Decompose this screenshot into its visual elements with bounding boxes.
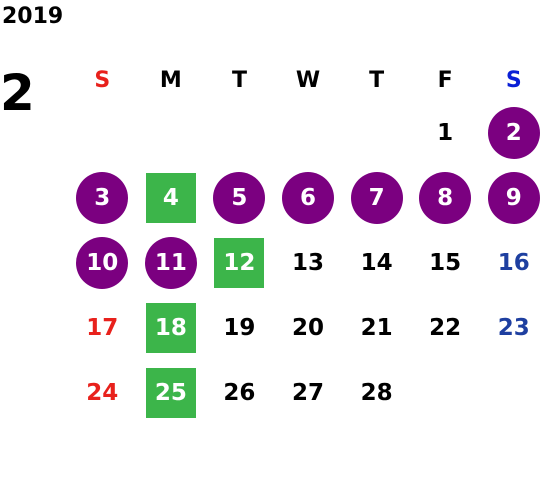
calendar-day-highlighted-circle[interactable]: 10: [76, 236, 129, 289]
calendar-cell[interactable]: 25: [137, 360, 206, 425]
calendar-cell[interactable]: 18: [137, 295, 206, 360]
calendar-cell[interactable]: 1: [411, 100, 480, 165]
calendar-day[interactable]: 27: [292, 379, 325, 406]
calendar-cell[interactable]: 17: [68, 295, 137, 360]
calendar-day-highlighted-circle[interactable]: 9: [487, 171, 540, 224]
calendar-day[interactable]: 13: [292, 249, 325, 276]
calendar-day[interactable]: 15: [429, 249, 462, 276]
calendar-cell: [411, 360, 480, 425]
calendar-week-row: 24 25 26 27 28: [68, 360, 548, 425]
calendar-day[interactable]: 28: [360, 379, 393, 406]
calendar-day[interactable]: 1: [437, 119, 454, 146]
calendar-day[interactable]: 26: [223, 379, 256, 406]
calendar-cell[interactable]: 12: [205, 230, 274, 295]
calendar-cell[interactable]: 24: [68, 360, 137, 425]
calendar-cell[interactable]: 20: [274, 295, 343, 360]
calendar-cell[interactable]: 22: [411, 295, 480, 360]
calendar-day[interactable]: 17: [86, 314, 119, 341]
weekday-label: F: [437, 67, 453, 93]
calendar-cell[interactable]: 26: [205, 360, 274, 425]
calendar-cell: [205, 100, 274, 165]
calendar-cell: [479, 360, 548, 425]
calendar-week-row: 17 18 19 20 21 22 23: [68, 295, 548, 360]
calendar-cell[interactable]: 15: [411, 230, 480, 295]
calendar-cell[interactable]: 5: [205, 165, 274, 230]
calendar-day[interactable]: 14: [360, 249, 393, 276]
weekday-label: S: [94, 67, 111, 93]
calendar-day-highlighted-circle[interactable]: 3: [76, 171, 129, 224]
calendar-cell: [137, 100, 206, 165]
calendar-day-highlighted-circle[interactable]: 5: [213, 171, 266, 224]
calendar-cell[interactable]: 13: [274, 230, 343, 295]
calendar-day-highlighted-circle[interactable]: 8: [419, 171, 472, 224]
calendar-day-highlighted-square[interactable]: 12: [214, 237, 265, 288]
weekday-label: S: [505, 67, 522, 93]
calendar-cell[interactable]: 28: [342, 360, 411, 425]
calendar-cell[interactable]: 8: [411, 165, 480, 230]
calendar-cell[interactable]: 9: [479, 165, 548, 230]
calendar-day[interactable]: 23: [497, 314, 530, 341]
calendar-day-highlighted-circle[interactable]: 2: [487, 106, 540, 159]
calendar-day[interactable]: 16: [497, 249, 530, 276]
calendar-cell[interactable]: 23: [479, 295, 548, 360]
calendar-day[interactable]: 19: [223, 314, 256, 341]
calendar-day-highlighted-square[interactable]: 25: [145, 367, 196, 418]
calendar-cell[interactable]: 11: [137, 230, 206, 295]
calendar-cell[interactable]: 14: [342, 230, 411, 295]
calendar-cell: [68, 100, 137, 165]
calendar-cell[interactable]: 3: [68, 165, 137, 230]
weekday-label: T: [369, 67, 385, 93]
calendar-year: 2019: [2, 4, 64, 29]
calendar-cell[interactable]: 4: [137, 165, 206, 230]
calendar-cell[interactable]: 16: [479, 230, 548, 295]
calendar-month: 2: [0, 64, 35, 122]
calendar-day-highlighted-square[interactable]: 18: [145, 302, 196, 353]
calendar-day[interactable]: 20: [292, 314, 325, 341]
calendar-cell[interactable]: 7: [342, 165, 411, 230]
weekday-label: M: [159, 67, 182, 93]
calendar-cell[interactable]: 27: [274, 360, 343, 425]
calendar-cell: [342, 100, 411, 165]
calendar-day-highlighted-square[interactable]: 4: [145, 172, 196, 223]
calendar-cell[interactable]: 19: [205, 295, 274, 360]
calendar-cell[interactable]: 10: [68, 230, 137, 295]
calendar-day-highlighted-circle[interactable]: 6: [282, 171, 335, 224]
calendar-week-row: 10 11 12 13 14 15 16: [68, 230, 548, 295]
calendar-cell[interactable]: 2: [479, 100, 548, 165]
calendar-day-highlighted-circle[interactable]: 7: [350, 171, 403, 224]
calendar-day[interactable]: 22: [429, 314, 462, 341]
weekday-label: T: [231, 67, 247, 93]
calendar-cell[interactable]: 6: [274, 165, 343, 230]
calendar-day[interactable]: 21: [360, 314, 393, 341]
weekday-label: W: [295, 67, 321, 93]
calendar-cell[interactable]: 21: [342, 295, 411, 360]
calendar-day-highlighted-circle[interactable]: 11: [144, 236, 197, 289]
calendar-cell: [274, 100, 343, 165]
calendar-day[interactable]: 24: [86, 379, 119, 406]
